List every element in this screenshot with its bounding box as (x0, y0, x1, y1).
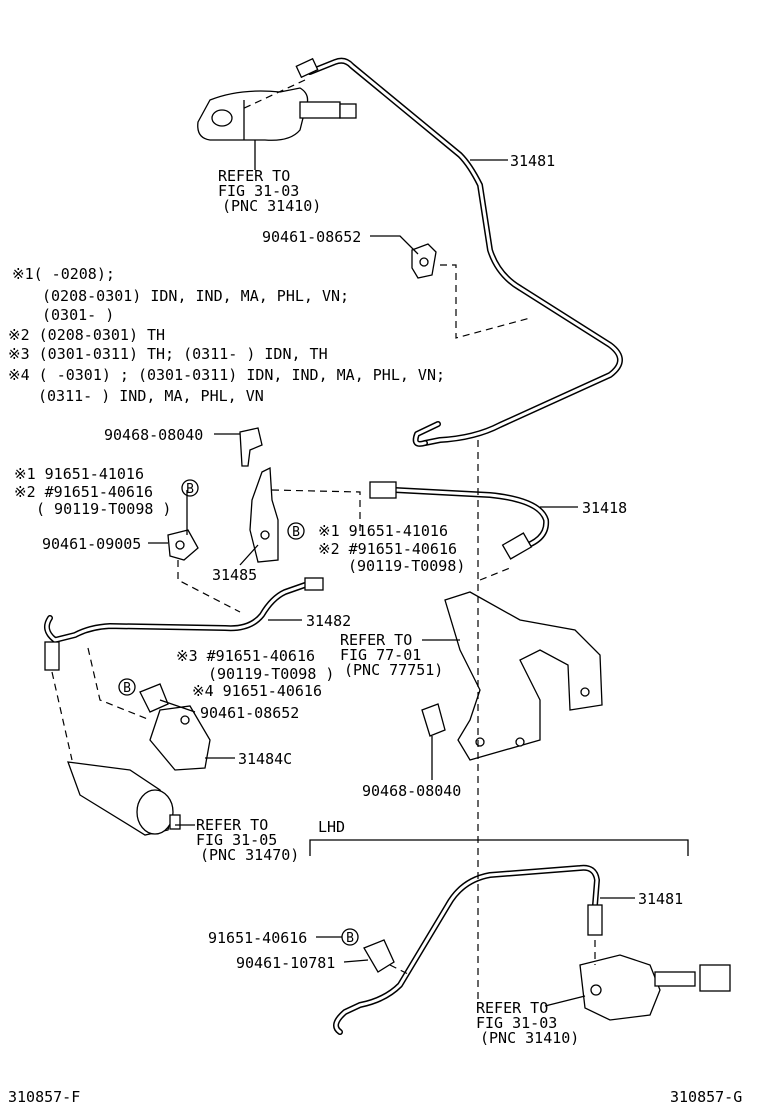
flare-nut-hose (369, 481, 533, 560)
master-cylinder-lhd (579, 954, 731, 1021)
flare-nut-top (295, 57, 319, 79)
ref-top: REFER TO FIG 31-03 (PNC 31410) (218, 167, 321, 215)
dashed-guides (51, 79, 596, 1000)
note-line-1: ※1( -0208); (12, 265, 115, 283)
bolt-group-left: ※1 91651-41016 ※2 #91651-40616 ( 90119-T… (14, 465, 171, 518)
label-90461-08652-mid: 90461-08652 (200, 704, 299, 722)
bolt-right-line2: ※2 #91651-40616 (318, 540, 457, 558)
ref-cylinder-line3: (PNC 31470) (200, 846, 299, 864)
label-31418: 31418 (582, 499, 627, 517)
ref-bracket-line3: (PNC 77751) (344, 661, 443, 679)
label-31481-top: 31481 (510, 152, 555, 170)
ref-bracket-line2: FIG 77-01 (340, 646, 421, 664)
pipe-31482 (43, 582, 308, 643)
clip-90461-10781 (363, 939, 395, 973)
bracket-31484c (149, 705, 211, 771)
note-line-6: ※4 ( -0301) ; (0301-0311) IDN, IND, MA, … (8, 366, 445, 384)
label-90461-09005: 90461-09005 (42, 535, 141, 553)
label-91651-40616-lhd: 91651-40616 (208, 929, 307, 947)
figure-id-right: 310857-G (670, 1088, 742, 1106)
bolt-mid-line1: ※3 #91651-40616 (176, 647, 315, 665)
bolt-group-mid: ※3 #91651-40616 (90119-T0098 ) ※4 91651-… (176, 647, 334, 700)
lhd-label: LHD (318, 818, 345, 836)
marker-b-label: B (186, 482, 194, 497)
label-90461-08652-top: 90461-08652 (262, 228, 361, 246)
marker-b-mid: B (118, 678, 136, 696)
marker-b-right: B (287, 522, 305, 540)
marker-b-lhd: B (341, 928, 359, 946)
bracket-31485 (249, 466, 279, 563)
ref-lhd-line3: (PNC 31410) (480, 1029, 579, 1047)
bolt-group-right: ※1 91651-41016 ※2 #91651-40616 (90119-T0… (318, 522, 465, 575)
ref-bracket: REFER TO FIG 77-01 (PNC 77751) (340, 631, 443, 679)
label-90468-08040-top: 90468-08040 (104, 426, 203, 444)
ref-cylinder-line1: REFER TO (196, 816, 268, 834)
bolt-left-line2: ※2 #91651-40616 (14, 483, 153, 501)
clip-90461-08652-top (411, 243, 437, 279)
bolt-mid-line3: ※4 91651-40616 (192, 682, 322, 700)
clip-90468-08040-top (239, 427, 263, 467)
ref-lhd: REFER TO FIG 31-03 (PNC 31410) (476, 999, 579, 1047)
pipe-31481-lhd (333, 864, 600, 1035)
bolt-mid-line2: (90119-T0098 ) (208, 665, 334, 683)
release-cylinder (67, 761, 181, 836)
applicability-notes: ※1( -0208); (0208-0301) IDN, IND, MA, PH… (8, 265, 445, 405)
ref-lhd-line1: REFER TO (476, 999, 548, 1017)
bolt-left-line3: ( 90119-T0098 ) (36, 500, 171, 518)
ref-top-line2: FIG 31-03 (218, 182, 299, 200)
label-31482: 31482 (306, 612, 351, 630)
label-90461-10781: 90461-10781 (236, 954, 335, 972)
bolt-right-line3: (90119-T0098) (348, 557, 465, 575)
leader-lines (148, 140, 635, 1007)
bolt-right-line1: ※1 91651-41016 (318, 522, 448, 540)
clip-90461-09005 (167, 529, 199, 561)
figure-id-left: 310857-F (8, 1088, 80, 1106)
flare-nut-31482 (44, 577, 324, 671)
marker-b-label: B (346, 931, 354, 946)
label-31484c: 31484C (238, 750, 292, 768)
note-line-3: (0301- ) (42, 306, 114, 324)
label-90468-08040-bottom: 90468-08040 (362, 782, 461, 800)
note-line-5: ※3 (0301-0311) TH; (0311- ) IDN, TH (8, 345, 328, 363)
note-line-7: (0311- ) IND, MA, PHL, VN (38, 387, 264, 405)
ref-bracket-line1: REFER TO (340, 631, 412, 649)
ref-top-line1: REFER TO (218, 167, 290, 185)
label-31481-lhd: 31481 (638, 890, 683, 908)
note-line-2: (0208-0301) IDN, IND, MA, PHL, VN; (42, 287, 349, 305)
clip-90461-08652-mid (139, 683, 169, 713)
bolt-left-line1: ※1 91651-41016 (14, 465, 144, 483)
vehicle-bracket (444, 591, 603, 761)
clip-90468-08040-bottom (421, 703, 446, 737)
ref-cylinder: REFER TO FIG 31-05 (PNC 31470) (196, 816, 299, 864)
ref-top-line3: (PNC 31410) (222, 197, 321, 215)
ref-cylinder-line2: FIG 31-05 (196, 831, 277, 849)
master-cylinder-top (197, 87, 357, 141)
pipe-31481-top (307, 57, 623, 447)
ref-lhd-line2: FIG 31-03 (476, 1014, 557, 1032)
note-line-4: ※2 (0208-0301) TH (8, 326, 165, 344)
pipe-31418-hose (392, 487, 550, 551)
marker-b-left: B (181, 479, 199, 497)
flare-nut-lhd (587, 904, 603, 936)
marker-b-label: B (292, 525, 300, 540)
label-31485: 31485 (212, 566, 257, 584)
lhd-bracket (309, 839, 689, 856)
marker-b-label: B (123, 681, 131, 696)
